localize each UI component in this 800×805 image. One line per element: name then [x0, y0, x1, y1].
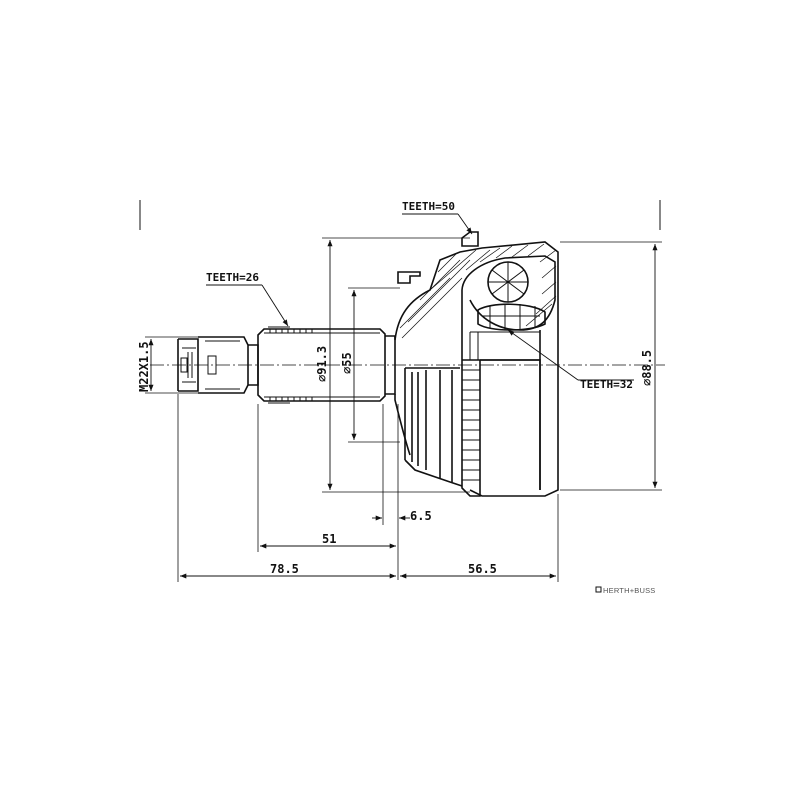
dimension-thread: M22X1.5	[137, 336, 198, 394]
dia-91-3-label: ⌀91.3	[315, 346, 329, 382]
dimension-56-5: 56.5	[400, 494, 559, 582]
thread-label: M22X1.5	[137, 341, 151, 392]
teeth-26-label: TEETH=26	[206, 271, 259, 284]
splined-shaft	[257, 326, 396, 404]
outer-housing	[394, 231, 559, 497]
dimension-51: 51	[257, 404, 396, 552]
dimension-dia-88-5: ⌀88.5	[560, 241, 662, 491]
callout-teeth-32: TEETH=32	[507, 329, 634, 391]
brand-label: HERTH+BUSS	[603, 586, 656, 595]
callout-teeth-50: TEETH=50	[402, 200, 473, 235]
frame-marks	[139, 200, 661, 230]
ball-cage	[469, 261, 546, 360]
dimension-dia-55: ⌀55	[340, 287, 400, 443]
teeth-32-label: TEETH=32	[580, 378, 633, 391]
dimension-dia-91-3: ⌀91.3	[315, 237, 470, 493]
len-6-5-label: 6.5	[410, 509, 432, 523]
dimension-78-5: 78.5	[177, 394, 396, 582]
dia-88-5-label: ⌀88.5	[640, 350, 654, 386]
len-56-5-label: 56.5	[468, 562, 497, 576]
dia-55-label: ⌀55	[340, 352, 354, 374]
abs-ring	[404, 359, 541, 497]
callout-teeth-26: TEETH=26	[206, 271, 289, 327]
dimension-6-5: 6.5	[372, 404, 432, 580]
len-78-5-label: 78.5	[270, 562, 299, 576]
brand-mark: HERTH+BUSS	[595, 586, 656, 595]
teeth-50-label: TEETH=50	[402, 200, 455, 213]
len-51-label: 51	[322, 532, 336, 546]
